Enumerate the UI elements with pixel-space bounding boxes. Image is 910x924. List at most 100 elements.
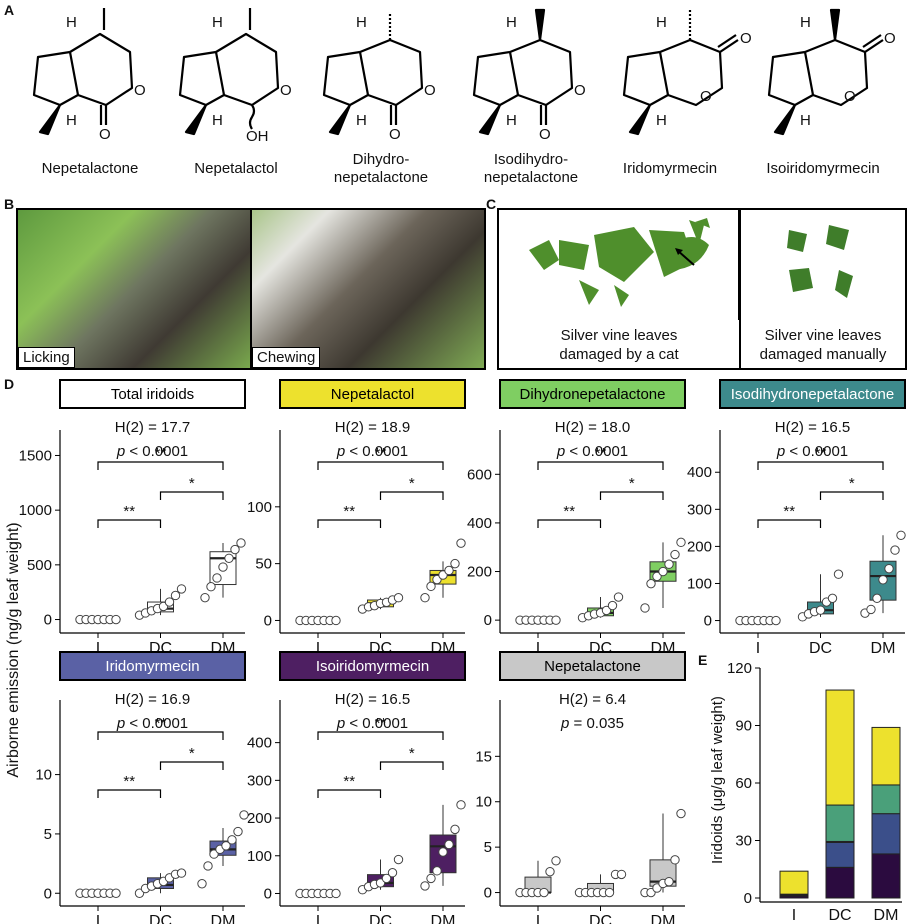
- atom-h: H: [506, 112, 517, 129]
- data-point: [551, 615, 561, 625]
- data-point: [393, 593, 404, 603]
- x-tick-label: DM: [431, 913, 456, 924]
- data-point: [227, 835, 237, 845]
- data-point: [111, 888, 121, 898]
- atom-h: H: [800, 112, 811, 129]
- data-point: [545, 866, 555, 877]
- atom-o: O: [539, 126, 551, 143]
- stacked-bar-segment: [871, 784, 901, 815]
- chemical-structures: [32, 8, 884, 136]
- y-tick-label: 600: [467, 466, 492, 483]
- sig-stars: *: [189, 745, 195, 762]
- h-statistic: H(2) = 18.9: [335, 419, 410, 436]
- sig-stars: **: [563, 503, 575, 520]
- data-point: [601, 605, 612, 616]
- x-tick-label: I: [316, 640, 320, 657]
- atom-h: H: [800, 14, 811, 31]
- data-point: [393, 854, 404, 865]
- data-point: [676, 537, 686, 548]
- y-tick-label: 200: [247, 810, 272, 827]
- data-point: [551, 856, 561, 866]
- p-symbol: p: [116, 443, 130, 460]
- y-tick-label: 10: [475, 794, 492, 811]
- structure-5: [622, 10, 739, 136]
- y-tick-label: 0: [44, 612, 52, 629]
- e-y-tick-label: 0: [744, 890, 752, 907]
- x-tick-label: DM: [871, 640, 896, 657]
- p-text: < 0.0001: [789, 443, 848, 460]
- y-tick-label: 15: [475, 748, 492, 765]
- chart-title: Nepetalactone: [544, 658, 641, 675]
- data-point: [884, 563, 894, 574]
- atom-o: O: [99, 126, 111, 143]
- p-text: < 0.0001: [569, 443, 628, 460]
- p-value: p = 0.035: [560, 715, 624, 732]
- data-point: [872, 593, 882, 604]
- data-point: [539, 887, 549, 898]
- sig-stars: **: [595, 445, 607, 462]
- atom-o: O: [700, 88, 712, 105]
- atom-o: O: [389, 126, 401, 143]
- y-tick-label: 0: [264, 612, 272, 629]
- sig-stars: **: [123, 503, 135, 520]
- p-text: < 0.0001: [349, 715, 408, 732]
- atom-o: O: [574, 82, 586, 99]
- data-point: [170, 590, 181, 601]
- cat-chewing-photo: Chewing: [250, 208, 486, 370]
- e-y-tick-label: 60: [735, 775, 752, 792]
- data-point: [432, 866, 442, 876]
- data-point: [664, 876, 674, 887]
- data-point: [420, 881, 430, 891]
- structure-3: [322, 12, 424, 136]
- sig-stars: **: [155, 445, 167, 462]
- stacked-bar-segment: [825, 841, 855, 868]
- data-point: [613, 592, 624, 602]
- data-point: [833, 569, 844, 579]
- data-point: [866, 604, 876, 615]
- data-point: [218, 562, 228, 572]
- sig-bracket: [379, 491, 444, 500]
- x-tick-label: I: [536, 913, 540, 924]
- chart-title: Iridomyrmecin: [105, 658, 199, 675]
- sig-stars: **: [375, 445, 387, 462]
- y-tick-label: 300: [247, 772, 272, 789]
- e-y-tick-label: 90: [735, 718, 752, 735]
- sig-bracket: [317, 461, 444, 470]
- atom-o: O: [884, 30, 896, 47]
- caption-cat-damaged: Silver vine leaves damaged by a cat: [559, 327, 679, 363]
- data-point: [233, 826, 243, 837]
- licking-tag: Licking: [18, 347, 75, 368]
- data-point: [815, 605, 826, 615]
- sig-stars: *: [189, 475, 195, 492]
- atom-h: H: [656, 112, 667, 129]
- stacked-bar-segment: [825, 866, 855, 899]
- sig-stars: **: [783, 503, 795, 520]
- atom-h: H: [212, 14, 223, 31]
- h-statistic: H(2) = 16.5: [335, 691, 410, 708]
- panel-label-e: E: [698, 652, 708, 668]
- y-tick-label: 0: [264, 885, 272, 902]
- y-axis-label: Airborne emission (ng/g leaf weight): [5, 522, 22, 777]
- panel-label-b: B: [4, 196, 15, 212]
- p-value: p < 0.0001: [116, 443, 188, 460]
- y-tick-label: 1500: [19, 447, 52, 464]
- sig-bracket: [379, 761, 444, 770]
- sig-bracket: [317, 731, 444, 740]
- atom-h: H: [66, 112, 77, 129]
- compound-name: Nepetalactone: [41, 160, 139, 177]
- panel-label-d: D: [4, 376, 15, 392]
- data-point: [607, 600, 618, 611]
- sig-stars: *: [409, 475, 415, 492]
- data-point: [197, 879, 207, 889]
- sig-stars: **: [815, 445, 827, 462]
- y-tick-label: 300: [687, 501, 712, 518]
- damaged-leaves-panel: Silver vine leaves damaged by a cat Silv…: [497, 208, 907, 370]
- chart-header: [279, 651, 466, 681]
- compound-name: Iridomyrmecin: [622, 160, 718, 177]
- y-tick-label: 0: [704, 613, 712, 630]
- sig-bracket: [317, 789, 382, 798]
- data-point: [890, 545, 900, 555]
- data-point: [438, 847, 448, 857]
- h-statistic: H(2) = 16.5: [775, 419, 850, 436]
- stacked-bar-segment: [871, 853, 901, 899]
